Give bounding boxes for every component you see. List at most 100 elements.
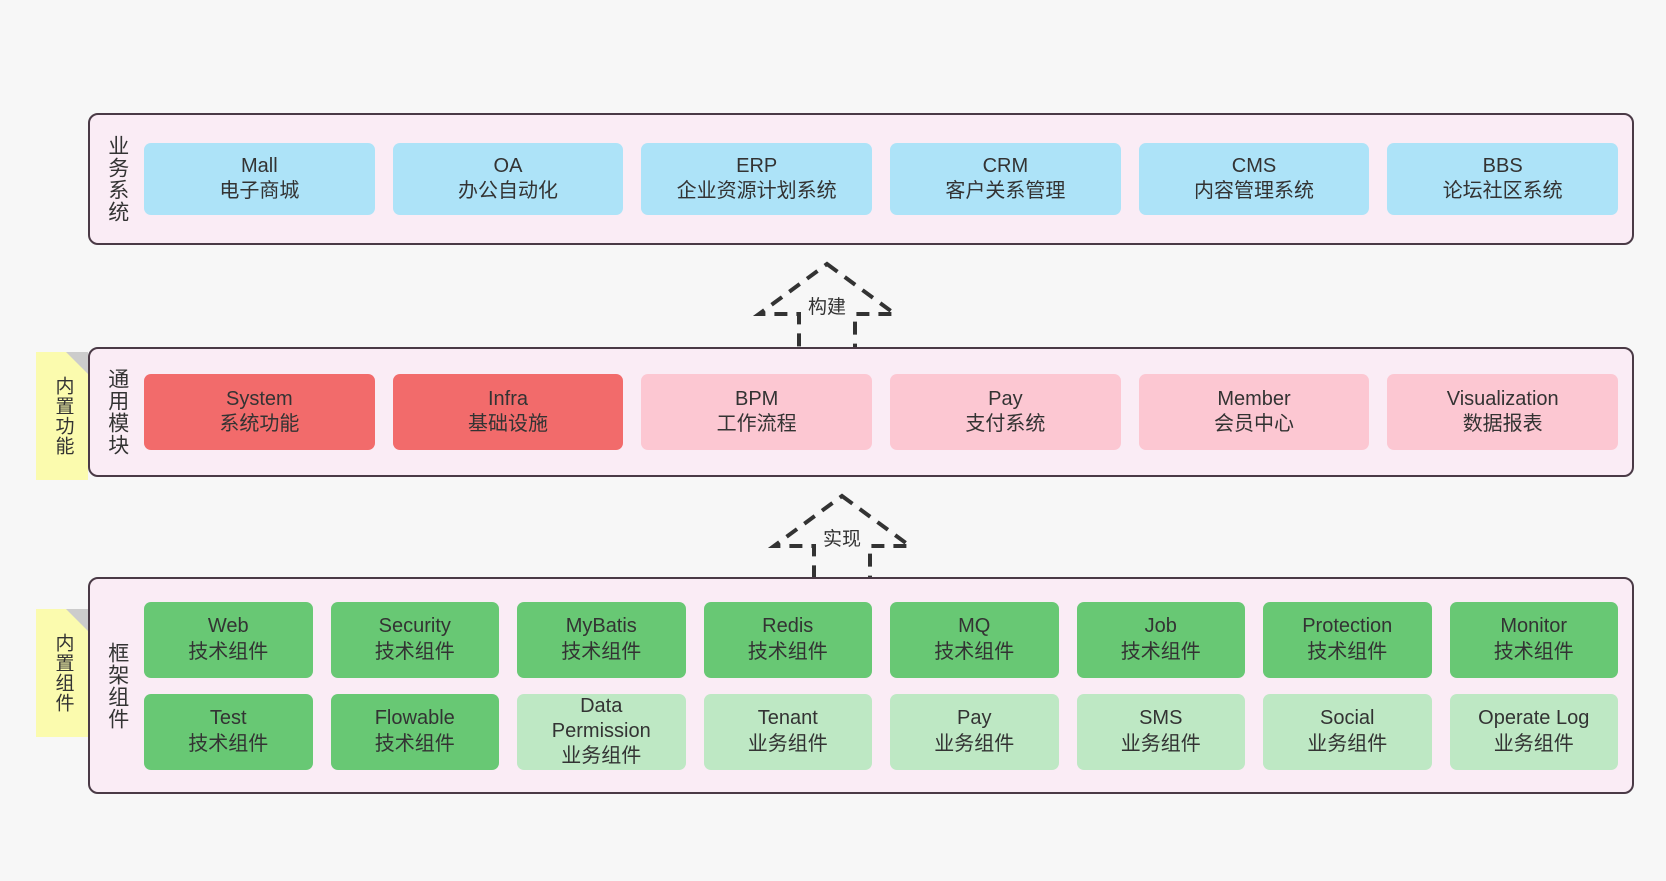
box-infra[interactable]: Infra 基础设施 <box>392 374 624 450</box>
box-subtitle: 技术组件 <box>934 640 1015 663</box>
layer-row: Test 技术组件 Flowable 技术组件 Data Permission … <box>144 693 1618 770</box>
box-subtitle: 系统功能 <box>219 413 300 435</box>
box-subtitle: 技术组件 <box>374 640 455 663</box>
box-bpm[interactable]: BPM 工作流程 <box>641 374 873 450</box>
box-subtitle: 技术组件 <box>561 640 642 663</box>
box-pay-module[interactable]: Pay 支付系统 <box>890 374 1121 450</box>
box-subtitle: 基础设施 <box>468 413 548 435</box>
layer-row: Mall 电子商城 OA 办公自动化 ERP 企业资源计划系统 CRM 客户关系… <box>144 143 1619 215</box>
box-subtitle: 技术组件 <box>188 732 269 755</box>
box-name: BBS <box>1482 154 1523 177</box>
box-subtitle: 技术组件 <box>1493 640 1574 663</box>
layer-business-system[interactable]: 业务系统 Mall 电子商城 OA 办公自动化 ERP 企业资源计划系统 CRM… <box>88 113 1634 245</box>
box-web[interactable]: Web 技术组件 <box>144 601 313 678</box>
box-name: Monitor <box>1500 615 1568 638</box>
box-subtitle: 业务组件 <box>1493 732 1574 755</box>
box-cms[interactable]: CMS 内容管理系统 <box>1138 143 1370 215</box>
connector-label-implement: 实现 <box>822 529 862 550</box>
box-name: BPM <box>735 387 779 410</box>
box-subtitle: 论坛社区系统 <box>1442 180 1563 202</box>
layer-common-module[interactable]: 通用模块 System 系统功能 Infra 基础设施 BPM 工作流程 Pay… <box>88 347 1634 477</box>
box-name: MyBatis <box>565 615 637 638</box>
box-name: Security <box>378 615 451 638</box>
box-subtitle: 技术组件 <box>1307 640 1388 663</box>
box-name: Protection <box>1302 615 1393 638</box>
box-oa[interactable]: OA 办公自动化 <box>392 143 624 215</box>
connector-build-arrow: 构建 <box>727 258 927 354</box>
box-subtitle: 内容管理系统 <box>1194 180 1315 202</box>
layer-body-common: System 系统功能 Infra 基础设施 BPM 工作流程 Pay 支付系统… <box>144 349 1632 475</box>
box-name: Member <box>1217 387 1291 410</box>
box-subtitle: 技术组件 <box>747 640 828 663</box>
note-label: 内置组件 <box>52 633 74 713</box>
note-fold-corner-icon <box>66 609 88 631</box>
layer-title-common: 通用模块 <box>105 368 129 456</box>
box-subtitle: 业务组件 <box>561 745 642 768</box>
box-subtitle: 业务组件 <box>1120 732 1201 755</box>
box-subtitle: 工作流程 <box>716 413 797 435</box>
box-name: CMS <box>1231 154 1277 177</box>
box-protection[interactable]: Protection 技术组件 <box>1263 601 1432 678</box>
box-subtitle: 会员中心 <box>1214 413 1295 435</box>
box-name: Flowable <box>374 707 455 730</box>
box-redis[interactable]: Redis 技术组件 <box>703 601 872 678</box>
box-name: Web <box>207 615 249 638</box>
box-name: Pay <box>957 707 992 730</box>
box-subtitle: 业务组件 <box>934 732 1015 755</box>
box-subtitle: 客户关系管理 <box>945 180 1066 202</box>
box-social[interactable]: Social 业务组件 <box>1263 693 1432 770</box>
layer-framework-component[interactable]: 框架组件 Web 技术组件 Security 技术组件 MyBatis 技术组件… <box>88 577 1634 794</box>
box-subtitle: 技术组件 <box>1120 640 1201 663</box>
box-subtitle: 支付系统 <box>965 413 1046 435</box>
box-name: Infra <box>487 387 529 410</box>
box-job[interactable]: Job 技术组件 <box>1076 601 1245 678</box>
box-system[interactable]: System 系统功能 <box>144 374 375 450</box>
box-subtitle: 企业资源计划系统 <box>676 180 837 202</box>
box-sms[interactable]: SMS 业务组件 <box>1076 693 1245 770</box>
box-security[interactable]: Security 技术组件 <box>330 601 499 678</box>
box-crm[interactable]: CRM 客户关系管理 <box>890 143 1121 215</box>
box-subtitle: 数据报表 <box>1462 413 1543 435</box>
box-flowable[interactable]: Flowable 技术组件 <box>330 693 499 770</box>
box-name: Mall <box>241 154 278 177</box>
box-name: Visualization <box>1446 387 1559 410</box>
layer-row: Web 技术组件 Security 技术组件 MyBatis 技术组件 Redi… <box>144 601 1618 678</box>
box-name: Test <box>209 707 247 730</box>
box-member[interactable]: Member 会员中心 <box>1138 374 1370 450</box>
connector-implement-arrow: 实现 <box>742 490 942 586</box>
box-bbs[interactable]: BBS 论坛社区系统 <box>1387 143 1619 215</box>
box-data-permission[interactable]: Data Permission 业务组件 <box>517 693 686 770</box>
box-mall[interactable]: Mall 电子商城 <box>144 143 375 215</box>
box-monitor[interactable]: Monitor 技术组件 <box>1449 601 1618 678</box>
box-name: Data Permission <box>551 694 651 742</box>
box-visualization[interactable]: Visualization 数据报表 <box>1387 374 1619 450</box>
box-name: ERP <box>736 154 778 177</box>
box-subtitle: 技术组件 <box>374 732 455 755</box>
layer-body-frame: Web 技术组件 Security 技术组件 MyBatis 技术组件 Redi… <box>144 579 1632 792</box>
box-subtitle: 办公自动化 <box>458 180 558 202</box>
note-fold-corner-icon <box>66 352 88 374</box>
box-name: Tenant <box>757 707 818 730</box>
box-erp[interactable]: ERP 企业资源计划系统 <box>641 143 873 215</box>
box-tenant[interactable]: Tenant 业务组件 <box>703 693 872 770</box>
box-pay-component[interactable]: Pay 业务组件 <box>890 693 1059 770</box>
note-builtin-component[interactable]: 内置组件 <box>36 609 88 737</box>
note-builtin-function[interactable]: 内置功能 <box>36 352 88 480</box>
box-subtitle: 电子商城 <box>219 180 300 202</box>
box-test[interactable]: Test 技术组件 <box>144 693 313 770</box>
box-operate-log[interactable]: Operate Log 业务组件 <box>1449 693 1618 770</box>
box-mq[interactable]: MQ 技术组件 <box>890 601 1059 678</box>
note-label: 内置功能 <box>52 376 74 456</box>
connector-label-build: 构建 <box>807 297 847 318</box>
box-name: CRM <box>982 154 1029 177</box>
box-mybatis[interactable]: MyBatis 技术组件 <box>517 601 686 678</box>
layer-body-business: Mall 电子商城 OA 办公自动化 ERP 企业资源计划系统 CRM 客户关系… <box>144 115 1632 243</box>
box-subtitle: 业务组件 <box>747 732 828 755</box>
layer-title-business: 业务系统 <box>105 135 129 223</box>
box-subtitle: 业务组件 <box>1307 732 1388 755</box>
box-name: OA <box>493 154 523 177</box>
box-name: Redis <box>762 615 814 638</box>
box-name: Job <box>1144 615 1177 638</box>
box-name: Social <box>1320 707 1375 730</box>
